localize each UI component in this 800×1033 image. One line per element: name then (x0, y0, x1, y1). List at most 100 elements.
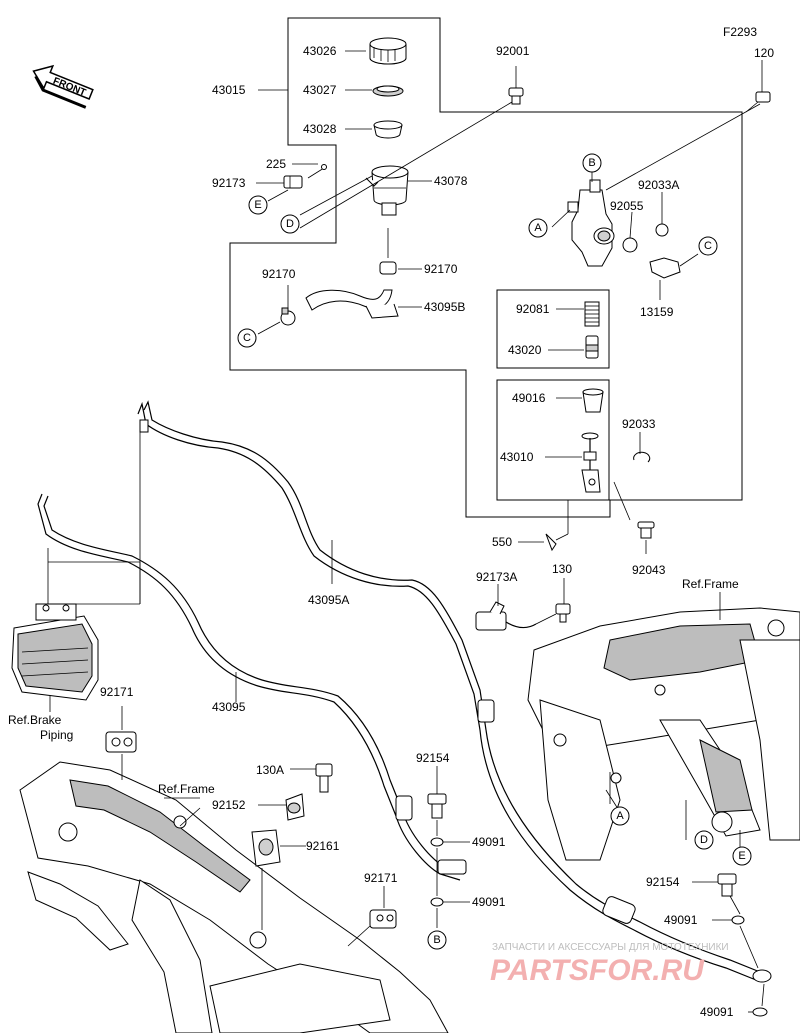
svg-text:D: D (700, 834, 708, 846)
brake-line-43095a (137, 400, 487, 731)
reservoir-tank (365, 165, 409, 216)
svg-text:A: A (616, 810, 624, 822)
label-43095b: 43095B (424, 300, 465, 314)
label-92171-b: 92171 (364, 871, 398, 885)
diaphragm-plate (372, 85, 404, 97)
frame-left (19, 761, 449, 1033)
label-92171-a: 92171 (100, 685, 134, 699)
label-92170-b: 92170 (424, 262, 458, 276)
brake-line-43095 (37, 493, 467, 881)
washer-49091-d (752, 1007, 768, 1017)
label-43026: 43026 (303, 44, 337, 58)
label-92154-a: 92154 (416, 751, 450, 765)
label-43027: 43027 (303, 83, 337, 97)
reservoir-group-bracket (229, 17, 743, 518)
banjo-bolt-92154-upper (427, 793, 447, 819)
label-43020: 43020 (508, 343, 542, 357)
callout-d-lower: D (694, 830, 714, 850)
bolt-92001 (508, 66, 524, 105)
callout-e-upper: E (248, 195, 268, 215)
label-43095a: 43095A (308, 593, 349, 607)
pin-92043 (637, 521, 655, 539)
bolt-130 (555, 603, 571, 623)
figure-code: F2293 (723, 25, 757, 39)
washer-49091-c (731, 915, 745, 925)
watermark-tagline: ЗАПЧАСТИ И АКСЕССУАРЫ ДЛЯ МОТОТЕХНИКИ (492, 942, 729, 953)
rear-brake-hose (477, 699, 761, 981)
washer-49091-b (430, 897, 444, 907)
label-92154-b: 92154 (646, 875, 680, 889)
label-43078: 43078 (434, 174, 468, 188)
label-43010: 43010 (500, 450, 534, 464)
spring-92081 (584, 301, 600, 327)
label-13159: 13159 (640, 305, 674, 319)
front-arrow-icon: FRONT (32, 64, 94, 109)
callout-b-upper: B (582, 153, 602, 173)
callout-c-right: C (698, 236, 718, 256)
diaphragm (373, 120, 403, 139)
label-130a: 130A (256, 763, 284, 777)
bolt-130a (315, 763, 333, 793)
label-49091-a: 49091 (472, 835, 506, 849)
hose-clamp-92173 (283, 175, 303, 189)
label-92055: 92055 (610, 199, 644, 213)
label-92152: 92152 (212, 798, 246, 812)
reservoir-cap (369, 37, 407, 65)
bracket-92152 (285, 793, 305, 821)
label-43015: 43015 (212, 83, 246, 97)
abs-unit (11, 603, 99, 701)
clamp-92170-upper (379, 228, 397, 275)
label-92001: 92001 (496, 44, 530, 58)
callout-e-lower: E (732, 846, 752, 866)
ref-frame-top: Ref.Frame (682, 577, 739, 591)
bolt-120 (745, 60, 771, 113)
label-92173: 92173 (212, 176, 246, 190)
callout-d-upper: D (280, 214, 300, 234)
reservoir-screw (307, 164, 327, 179)
watermark-logo: PARTSFOR.RU (490, 954, 705, 987)
grommet-92161 (251, 829, 281, 867)
svg-text:E: E (254, 199, 261, 211)
banjo-bolt-92154-lower (717, 873, 737, 897)
frame-right (527, 607, 800, 861)
label-49016: 49016 (512, 391, 546, 405)
cotter-pin-550 (545, 533, 557, 552)
label-43095: 43095 (212, 700, 246, 714)
clamp-92171-right (369, 909, 397, 929)
circlip-92033 (633, 451, 651, 463)
fitting-13159 (649, 257, 681, 279)
label-130: 130 (552, 562, 572, 576)
piston-43020 (585, 335, 599, 359)
ref-brake-piping-line2: Piping (40, 728, 73, 742)
label-49091-b: 49091 (472, 895, 506, 909)
pushrod-43010 (581, 432, 601, 493)
label-49091-d: 49091 (700, 1005, 734, 1019)
clamp-92170-lower (280, 307, 296, 326)
callout-a-upper: A (528, 218, 548, 238)
svg-text:B: B (588, 157, 595, 169)
clamp-92171-left (105, 731, 137, 753)
label-43028: 43028 (303, 122, 337, 136)
callout-a-lower: A (610, 806, 630, 826)
washer-92033a (655, 223, 669, 237)
callout-b-lower: B (427, 930, 447, 950)
label-92081: 92081 (516, 302, 550, 316)
label-120: 120 (754, 46, 774, 60)
banjo-fitting-lower (752, 969, 772, 983)
washer-49091-a (430, 837, 444, 847)
boot-49016 (582, 388, 604, 413)
ref-frame-left: Ref.Frame (158, 782, 215, 796)
label-225: 225 (266, 157, 286, 171)
svg-text:B: B (433, 934, 440, 946)
label-92043: 92043 (632, 563, 666, 577)
svg-text:D: D (286, 218, 294, 230)
reservoir-hose-43095b (305, 289, 399, 319)
callout-c-left: C (237, 328, 257, 348)
ref-brake-piping-line1: Ref.Brake (8, 713, 62, 727)
master-cylinder-body (567, 179, 615, 267)
label-550: 550 (492, 535, 512, 549)
clamp-92173a (475, 601, 537, 631)
svg-text:A: A (534, 222, 542, 234)
pushrod-assy-box (496, 379, 610, 501)
